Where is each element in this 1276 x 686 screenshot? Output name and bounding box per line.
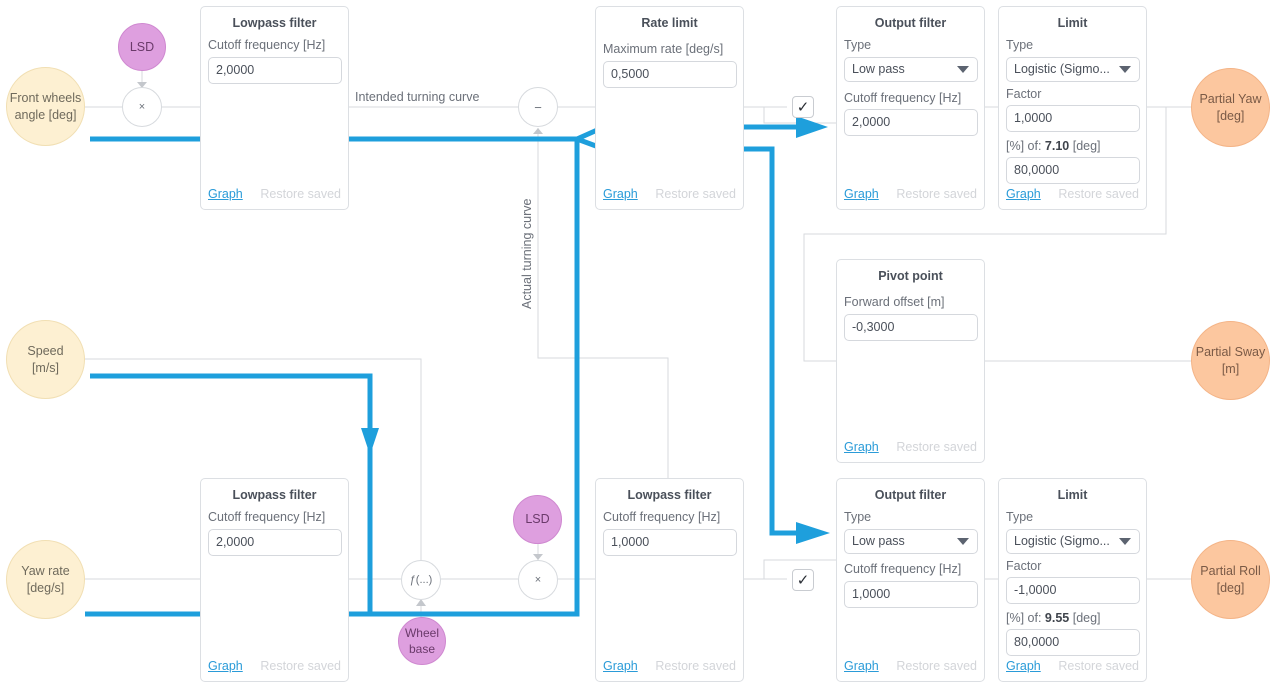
panel-title: Rate limit: [641, 16, 698, 30]
lsd-source-top[interactable]: LSD: [118, 23, 166, 71]
graph-link[interactable]: Graph: [603, 187, 638, 201]
chevron-down-icon: [1119, 66, 1131, 73]
factor-label: Factor: [1006, 87, 1042, 101]
filter-type-select[interactable]: Low pass: [844, 529, 978, 554]
type-label: Type: [1006, 38, 1034, 52]
type-label: Type: [844, 38, 872, 52]
output-filter-panel-bottom: Output filter Type Low pass Cutoff frequ…: [836, 478, 985, 682]
percent-input[interactable]: 80,0000: [1006, 157, 1140, 184]
cutoff-frequency-label: Cutoff frequency [Hz]: [844, 91, 962, 105]
factor-input[interactable]: 1,0000: [1006, 105, 1140, 132]
restore-saved-button[interactable]: Restore saved: [655, 187, 736, 201]
graph-link[interactable]: Graph: [844, 440, 879, 454]
cutoff-frequency-input[interactable]: 2,0000: [208, 529, 342, 556]
restore-saved-button[interactable]: Restore saved: [1058, 659, 1139, 673]
wheel-base-source[interactable]: Wheel base: [398, 617, 446, 665]
panel-title: Limit: [1057, 488, 1088, 502]
graph-link[interactable]: Graph: [844, 187, 879, 201]
filter-type-select[interactable]: Low pass: [844, 57, 978, 82]
output-partial-roll[interactable]: Partial Roll [deg]: [1191, 540, 1270, 619]
panel-title: Lowpass filter: [232, 16, 317, 30]
restore-saved-button[interactable]: Restore saved: [260, 187, 341, 201]
lowpass-filter-panel-bottom-mid: Lowpass filter Cutoff frequency [Hz] 1,0…: [595, 478, 744, 682]
restore-saved-button[interactable]: Restore saved: [655, 659, 736, 673]
restore-saved-button[interactable]: Restore saved: [260, 659, 341, 673]
rate-limit-panel: Rate limit Maximum rate [deg/s] 0,5000 G…: [595, 6, 744, 210]
multiply-operator-top[interactable]: ×: [122, 87, 162, 127]
lowpass-filter-panel-bottom-left: Lowpass filter Cutoff frequency [Hz] 2,0…: [200, 478, 349, 682]
subtract-operator[interactable]: −: [518, 87, 558, 127]
limit-type-select[interactable]: Logistic (Sigmo...: [1006, 57, 1140, 82]
chevron-down-icon: [957, 538, 969, 545]
panel-title: Lowpass filter: [232, 488, 317, 502]
output-partial-sway[interactable]: Partial Sway [m]: [1191, 321, 1270, 400]
percent-of-label: [%] of: 9.55 [deg]: [1006, 611, 1101, 625]
input-front-wheels-angle[interactable]: Front wheels angle [deg]: [6, 67, 85, 146]
cutoff-frequency-label: Cutoff frequency [Hz]: [844, 562, 962, 576]
cutoff-frequency-label: Cutoff frequency [Hz]: [208, 38, 326, 52]
limit-panel-bottom: Limit Type Logistic (Sigmo... Factor -1,…: [998, 478, 1147, 682]
lsd-source-bottom[interactable]: LSD: [513, 495, 562, 544]
enable-output-bottom-checkbox[interactable]: ✓: [792, 569, 814, 591]
function-operator[interactable]: ƒ(...): [401, 560, 441, 600]
panel-title: Pivot point: [878, 269, 943, 283]
multiply-operator-bottom[interactable]: ×: [518, 560, 558, 600]
limit-type-select[interactable]: Logistic (Sigmo...: [1006, 529, 1140, 554]
enable-output-top-checkbox[interactable]: ✓: [792, 96, 814, 118]
maximum-rate-input[interactable]: 0,5000: [603, 61, 737, 88]
pivot-point-panel: Pivot point Forward offset [m] -0,3000 G…: [836, 259, 985, 463]
panel-title: Lowpass filter: [627, 488, 712, 502]
chevron-down-icon: [957, 66, 969, 73]
graph-link[interactable]: Graph: [1006, 187, 1041, 201]
factor-label: Factor: [1006, 559, 1042, 573]
output-partial-yaw[interactable]: Partial Yaw [deg]: [1191, 68, 1270, 147]
lowpass-filter-panel-top: Lowpass filter Cutoff frequency [Hz] 2,0…: [200, 6, 349, 210]
input-yaw-rate[interactable]: Yaw rate [deg/s]: [6, 540, 85, 619]
percent-input[interactable]: 80,0000: [1006, 629, 1140, 656]
limit-panel-top: Limit Type Logistic (Sigmo... Factor 1,0…: [998, 6, 1147, 210]
panel-title: Output filter: [874, 488, 947, 502]
factor-input[interactable]: -1,0000: [1006, 577, 1140, 604]
forward-offset-label: Forward offset [m]: [844, 295, 945, 309]
cutoff-frequency-label: Cutoff frequency [Hz]: [208, 510, 326, 524]
cutoff-frequency-input[interactable]: 1,0000: [603, 529, 737, 556]
restore-saved-button[interactable]: Restore saved: [896, 187, 977, 201]
intended-turning-curve-label: Intended turning curve: [355, 90, 480, 104]
restore-saved-button[interactable]: Restore saved: [896, 440, 977, 454]
cutoff-frequency-input[interactable]: 2,0000: [208, 57, 342, 84]
graph-link[interactable]: Graph: [1006, 659, 1041, 673]
output-filter-panel-top: Output filter Type Low pass Cutoff frequ…: [836, 6, 985, 210]
graph-link[interactable]: Graph: [603, 659, 638, 673]
graph-link[interactable]: Graph: [844, 659, 879, 673]
maximum-rate-label: Maximum rate [deg/s]: [603, 42, 724, 56]
restore-saved-button[interactable]: Restore saved: [1058, 187, 1139, 201]
chevron-down-icon: [1119, 538, 1131, 545]
type-label: Type: [844, 510, 872, 524]
input-speed[interactable]: Speed [m/s]: [6, 320, 85, 399]
panel-title: Limit: [1057, 16, 1088, 30]
panel-title: Output filter: [874, 16, 947, 30]
percent-of-label: [%] of: 7.10 [deg]: [1006, 139, 1101, 153]
cutoff-frequency-input[interactable]: 2,0000: [844, 109, 978, 136]
forward-offset-input[interactable]: -0,3000: [844, 314, 978, 341]
graph-link[interactable]: Graph: [208, 659, 243, 673]
graph-link[interactable]: Graph: [208, 187, 243, 201]
cutoff-frequency-label: Cutoff frequency [Hz]: [603, 510, 721, 524]
restore-saved-button[interactable]: Restore saved: [896, 659, 977, 673]
actual-turning-curve-label: Actual turning curve: [520, 198, 534, 309]
type-label: Type: [1006, 510, 1034, 524]
cutoff-frequency-input[interactable]: 1,0000: [844, 581, 978, 608]
